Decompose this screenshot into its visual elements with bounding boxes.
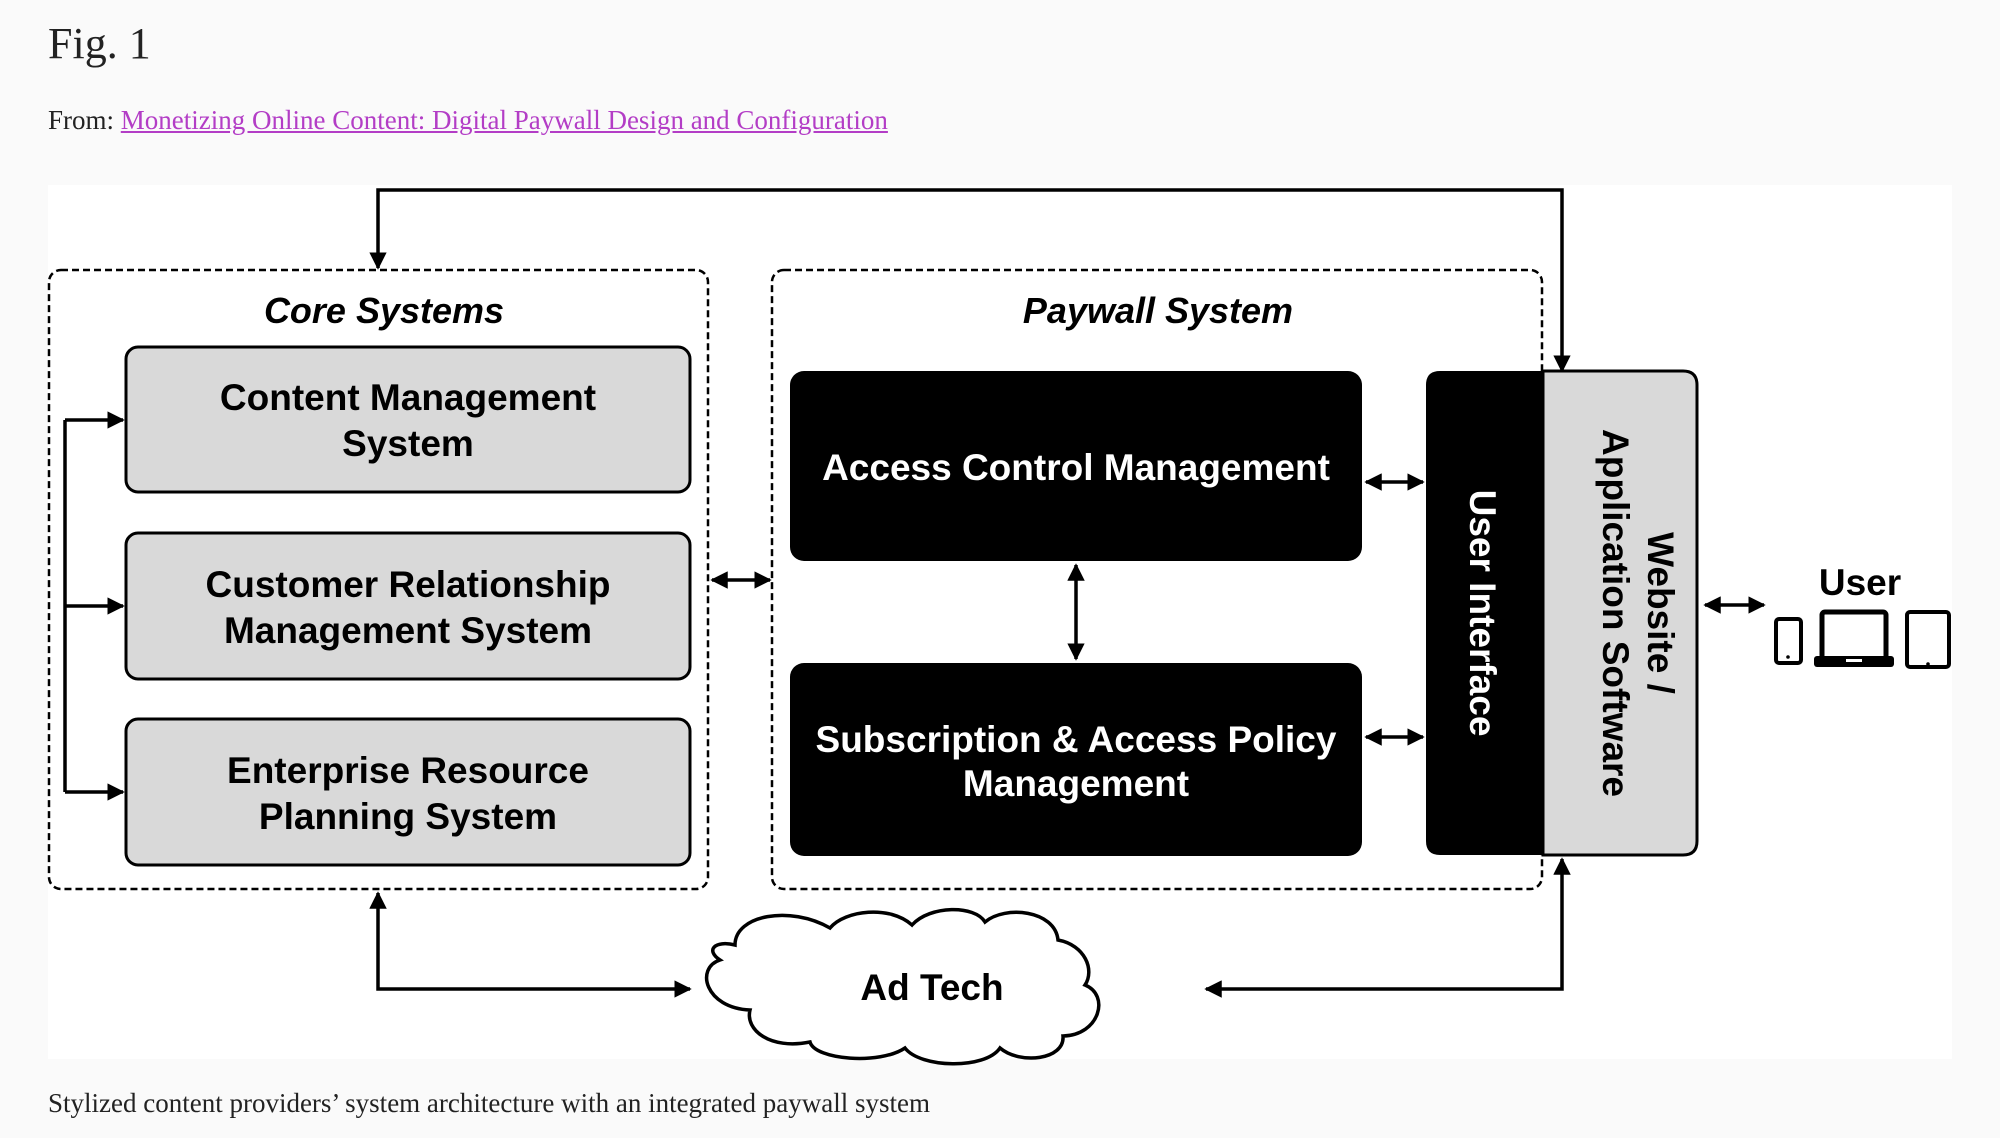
cms-label-line1: Content Management (220, 377, 596, 418)
source-prefix: From: (48, 105, 121, 135)
source-article-link[interactable]: Monetizing Online Content: Digital Paywa… (120, 105, 888, 135)
user-label: User (1819, 562, 1901, 603)
core-systems-title: Core Systems (264, 290, 504, 331)
smartphone-icon (1774, 617, 1803, 665)
core-systems-container (47, 268, 710, 891)
crm-label-line1: Customer Relationship (206, 564, 611, 605)
user-interface-label: User Interface (1462, 490, 1503, 737)
ad-tech-cloud: Ad Tech (704, 907, 1101, 1066)
core-internal-arrows (63, 411, 125, 801)
source-line: From: Monetizing Online Content: Digital… (48, 105, 888, 136)
content-management-system-box: Content Management System (124, 345, 692, 494)
subscription-policy-management-box: Subscription & Access Policy Management (790, 663, 1362, 856)
erp-label-line1: Enterprise Resource (227, 750, 589, 791)
erp-label-line2: Planning System (259, 796, 557, 837)
figure-caption: Stylized content providers’ system archi… (48, 1088, 930, 1118)
erp-system-box: Enterprise Resource Planning System (124, 717, 692, 867)
paywall-system-group: Paywall System Access Control Management… (770, 268, 1544, 891)
user-group: User (1774, 562, 1951, 669)
access-control-management-box: Access Control Management (790, 371, 1362, 561)
website-adtech-arrow (1204, 857, 1571, 998)
crm-label-line2: Management System (224, 610, 592, 651)
user-interface-column: User Interface (1426, 371, 1543, 855)
crm-system-box: Customer Relationship Management System (124, 531, 692, 681)
subscription-label-line2: Management (963, 763, 1189, 804)
subscription-label-line1: Subscription & Access Policy (816, 719, 1337, 760)
figure-title: Fig. 1 (48, 19, 151, 68)
ad-tech-label: Ad Tech (860, 967, 1003, 1008)
website-application-box: Website / Application Software (1541, 369, 1699, 857)
tablet-icon (1905, 610, 1951, 669)
paywall-system-title: Paywall System (1023, 290, 1293, 331)
website-label-line2: Application Software (1595, 429, 1636, 797)
top-connector-arrow (369, 188, 1571, 373)
core-systems-group: Core Systems Content Management System C… (47, 268, 710, 891)
cms-label-line2: System (342, 423, 474, 464)
laptop-icon (1814, 609, 1894, 667)
access-control-label: Access Control Management (822, 447, 1330, 488)
website-label-line1: Website / (1640, 532, 1681, 694)
core-adtech-arrow (369, 891, 692, 998)
